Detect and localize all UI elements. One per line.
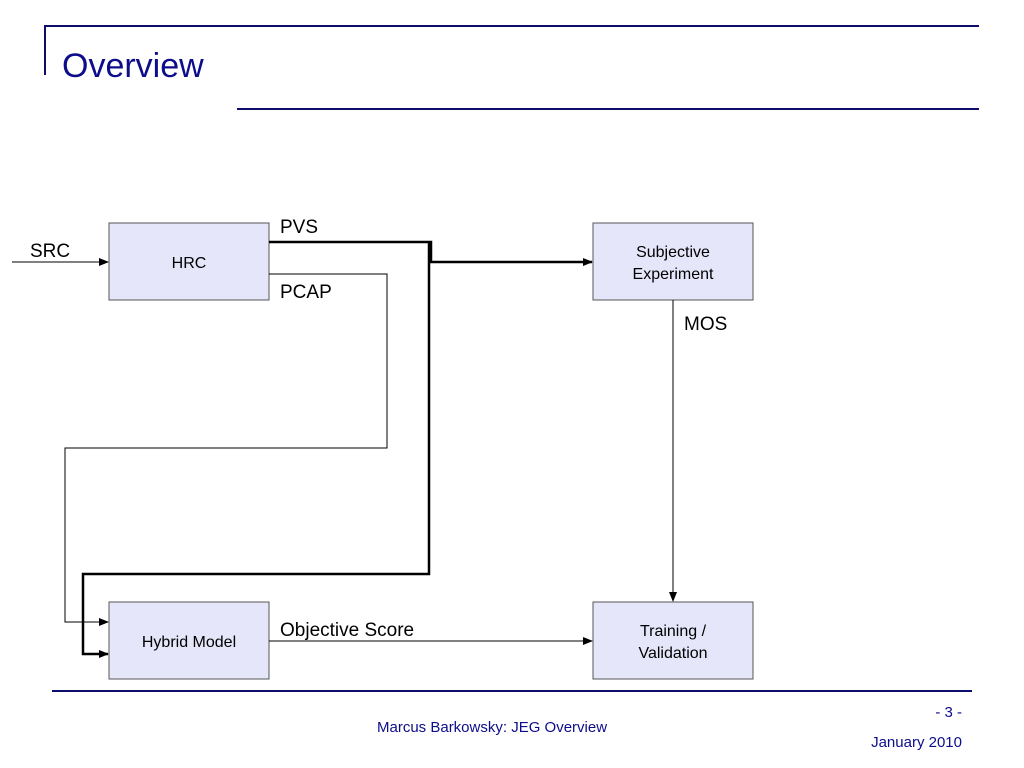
hrc-label: HRC (172, 255, 207, 272)
pvs-label: PVS (280, 217, 318, 238)
pvs-to-hybrid-arrow (81, 242, 431, 658)
footer-author-title: Marcus Barkowsky: JEG Overview (377, 719, 608, 736)
mos-label: MOS (684, 314, 727, 335)
subjective-label-line2: Experiment (633, 266, 714, 283)
subjective-label-line1: Subjective (636, 244, 710, 261)
training-label-line2: Validation (638, 645, 707, 662)
hybrid-model-node: Hybrid Model (108, 601, 270, 680)
footer-rule (52, 690, 972, 692)
pcap-label: PCAP (280, 282, 332, 303)
page-number: - 3 - (935, 704, 962, 721)
subjective-experiment-node: Subjective Experiment (592, 222, 754, 301)
slide-title: Overview (62, 47, 204, 85)
training-label-line1: Training / (640, 623, 707, 640)
objective-score-label: Objective Score (280, 620, 414, 641)
hybrid-model-label: Hybrid Model (142, 634, 236, 651)
training-validation-node: Training / Validation (592, 601, 754, 680)
footer-date: January 2010 (871, 734, 962, 751)
left-bracket (44, 25, 46, 75)
top-rule (44, 25, 979, 27)
pcap-to-hybrid-arrow (64, 273, 388, 626)
hrc-node: HRC (108, 222, 270, 301)
title-underline (237, 108, 979, 110)
pvs-to-subjective-arrow (269, 240, 593, 266)
src-label: SRC (30, 241, 70, 262)
